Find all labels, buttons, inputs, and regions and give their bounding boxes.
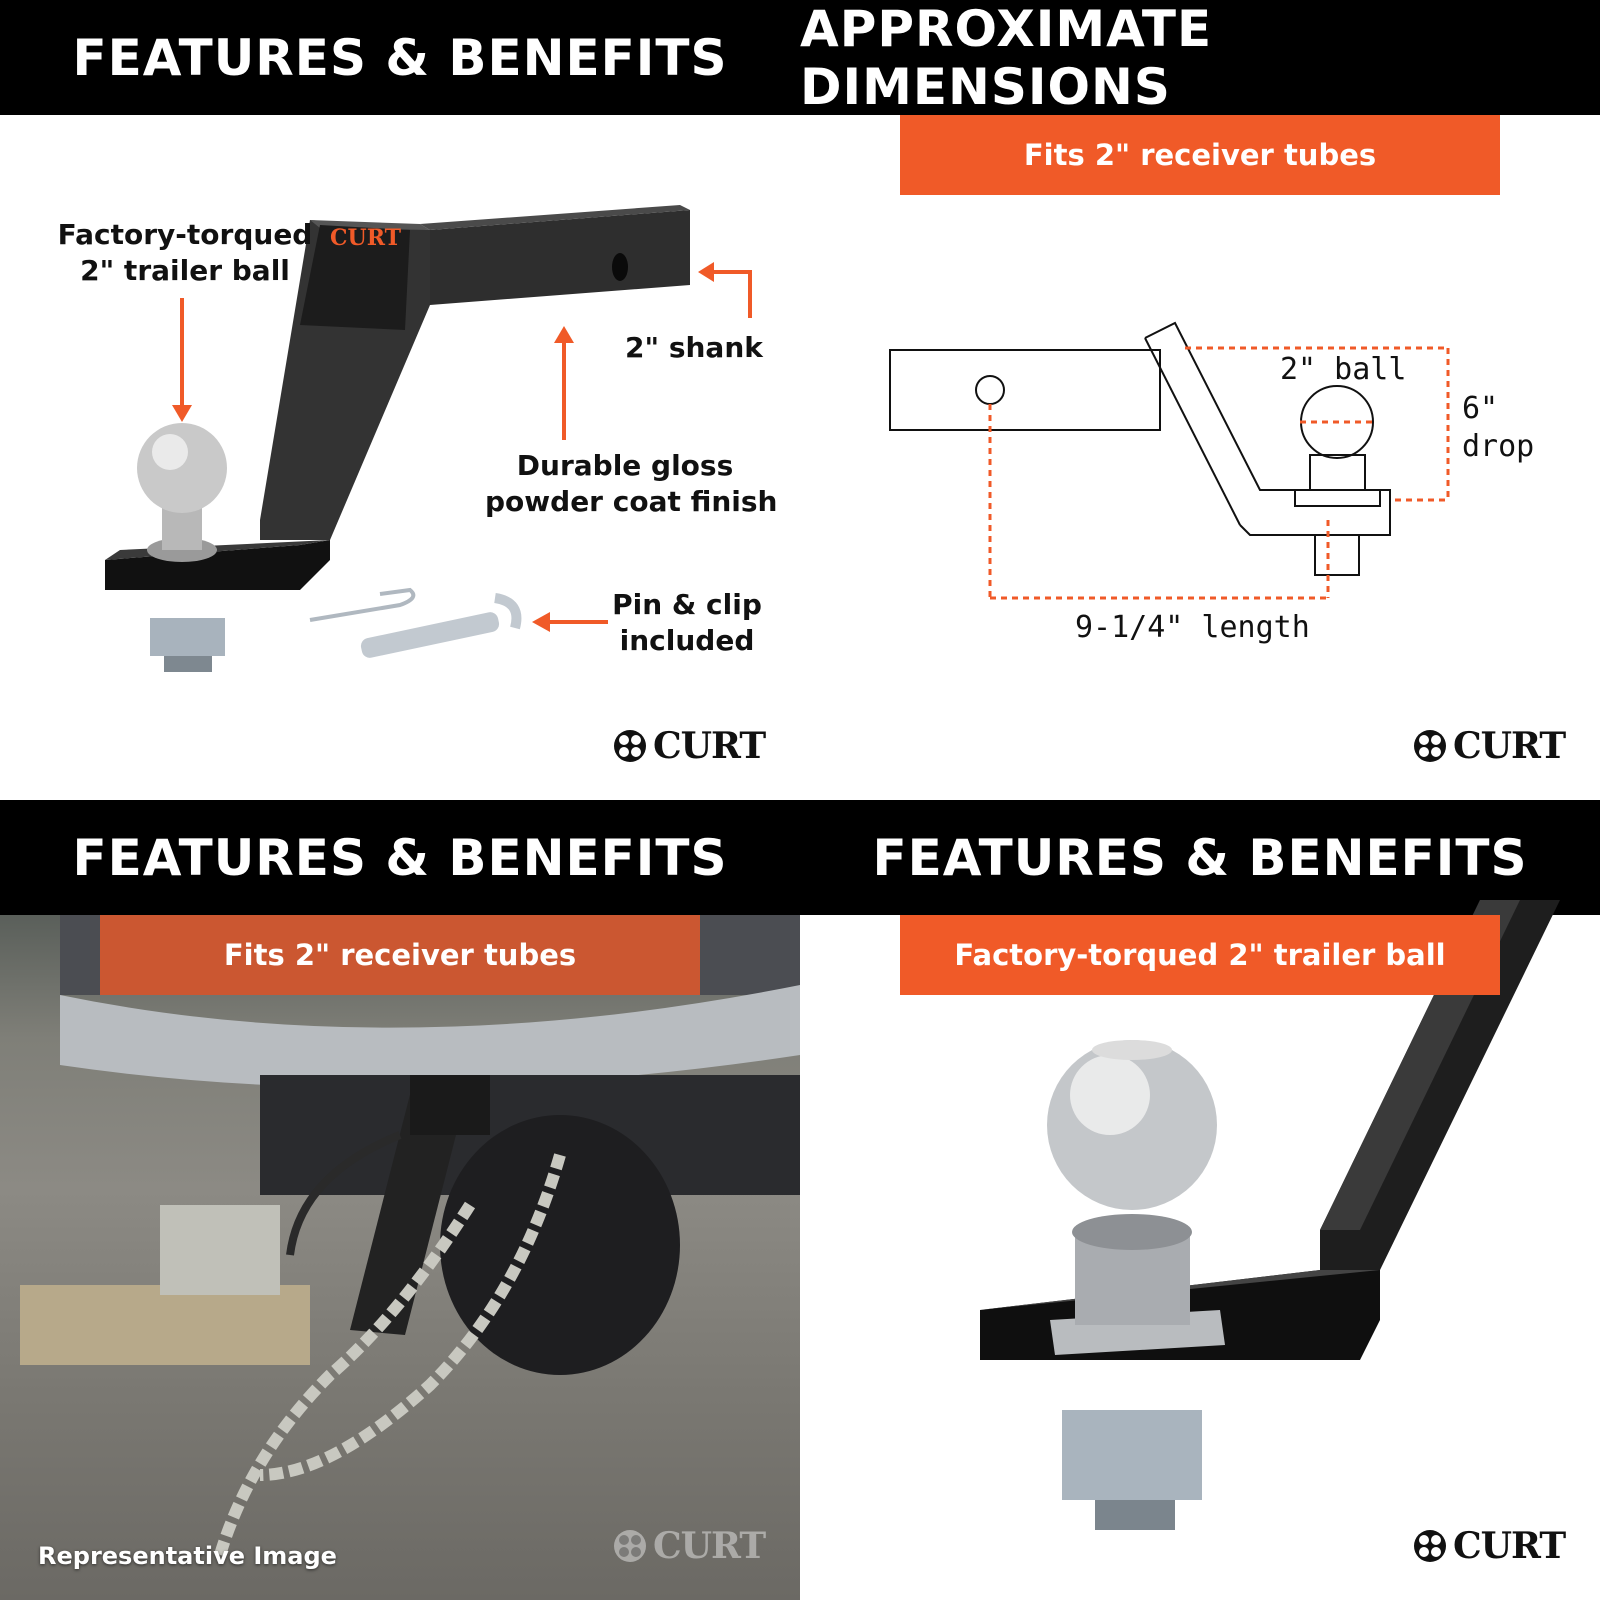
ball-mount-illustration: CURT: [105, 205, 752, 672]
dimension-diagram: [889, 321, 1450, 600]
curt-logo: CURT: [1413, 1525, 1566, 1567]
photo-scene: [20, 915, 800, 1557]
curt-logo-text: CURT: [653, 725, 766, 767]
panel-header: FEATURES & BENEFITS: [0, 800, 800, 915]
panel-banner: Fits 2" receiver tubes: [900, 115, 1500, 195]
panel-header: FEATURES & BENEFITS: [800, 800, 1600, 915]
callout-pin-clip-line2: included: [619, 624, 755, 657]
dimension-drop: 6" drop: [1462, 390, 1534, 466]
dimension-length: 9-1/4" length: [1075, 610, 1310, 645]
panel-installed-photo: FEATURES & BENEFITS: [0, 800, 800, 1600]
curt-logo-icon: [1414, 1530, 1446, 1562]
panel-banner: Fits 2" receiver tubes: [100, 915, 700, 995]
curt-logo-text: CURT: [653, 1525, 766, 1567]
curt-logo-icon: [1414, 730, 1446, 762]
callout-finish-line1: Durable gloss: [516, 449, 734, 482]
callout-pin-clip: Pin & clip included: [612, 587, 762, 659]
curt-logo-text: CURT: [1453, 1525, 1566, 1567]
curt-logo-text: CURT: [1453, 725, 1566, 767]
panel-header: APPROXIMATE DIMENSIONS: [800, 0, 1600, 116]
panel-features-overview: FEATURES & BENEFITS CURT: [0, 0, 800, 800]
panel-banner: Factory-torqued 2" trailer ball: [900, 915, 1500, 995]
panel-dimensions: APPROXIMATE DIMENSIONS Fits 2" receiver …: [800, 0, 1600, 800]
callout-finish-line2: powder coat finish: [485, 485, 778, 518]
callout-pin-clip-line1: Pin & clip: [612, 588, 762, 621]
photo-caption: Representative Image: [38, 1542, 337, 1570]
callout-finish: Durable gloss powder coat finish: [485, 448, 778, 520]
trailer-ball-closeup-illustration: [980, 900, 1560, 1530]
dimension-drop-value: 6": [1462, 391, 1499, 426]
curt-logo-icon: [614, 730, 646, 762]
panel-trailer-ball-closeup: FEATURES & BENEFITS Factory-torqued 2" t…: [800, 800, 1600, 1600]
dimension-ball: 2" ball: [1280, 352, 1407, 387]
panel-header: FEATURES & BENEFITS: [0, 0, 800, 115]
curt-logo-icon: [614, 1530, 646, 1562]
curt-logo: CURT: [613, 725, 766, 767]
installed-hitch-photo: [0, 915, 800, 1600]
callout-trailer-ball: Factory-torqued 2" trailer ball: [40, 217, 330, 289]
callout-trailer-ball-line1: Factory-torqued: [57, 218, 313, 251]
curt-logo-watermark: CURT: [613, 1525, 766, 1567]
callout-trailer-ball-line2: 2" trailer ball: [80, 254, 290, 287]
callout-shank: 2" shank: [625, 331, 763, 364]
riser-brand-label: CURT: [330, 225, 402, 251]
dimension-drop-unit: drop: [1462, 429, 1535, 464]
curt-logo: CURT: [1413, 725, 1566, 767]
